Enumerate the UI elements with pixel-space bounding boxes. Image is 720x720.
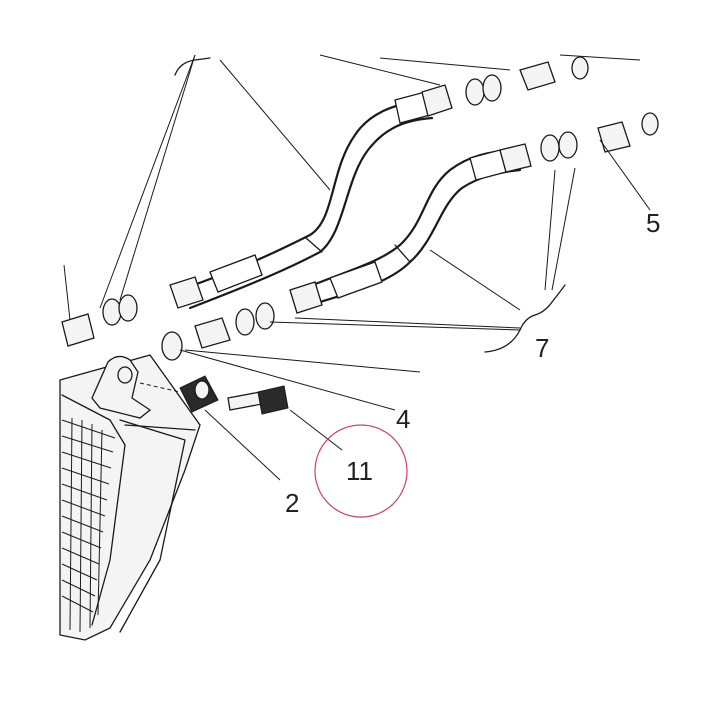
upper-oil-hose: [169, 84, 453, 310]
banjo-bolt: [227, 385, 289, 415]
leader-lines: [63, 54, 651, 481]
highlight-ring: [314, 424, 408, 518]
radiator: [59, 354, 201, 641]
callout-5: 5: [646, 208, 660, 238]
callout-4: 4: [396, 404, 410, 434]
upper-right-fittings: [465, 56, 659, 162]
lower-oil-hose: [289, 143, 532, 314]
radiator-fins: [61, 417, 116, 633]
left-fittings: [61, 294, 275, 361]
adapter-fitting: [179, 375, 219, 413]
callout-11: 11: [346, 456, 373, 486]
callout-2: 2: [285, 488, 299, 518]
callout-labels: 2 4 5 7 11: [285, 208, 660, 518]
callout-7: 7: [535, 333, 549, 363]
radiator-mounting-bracket: [91, 355, 152, 419]
